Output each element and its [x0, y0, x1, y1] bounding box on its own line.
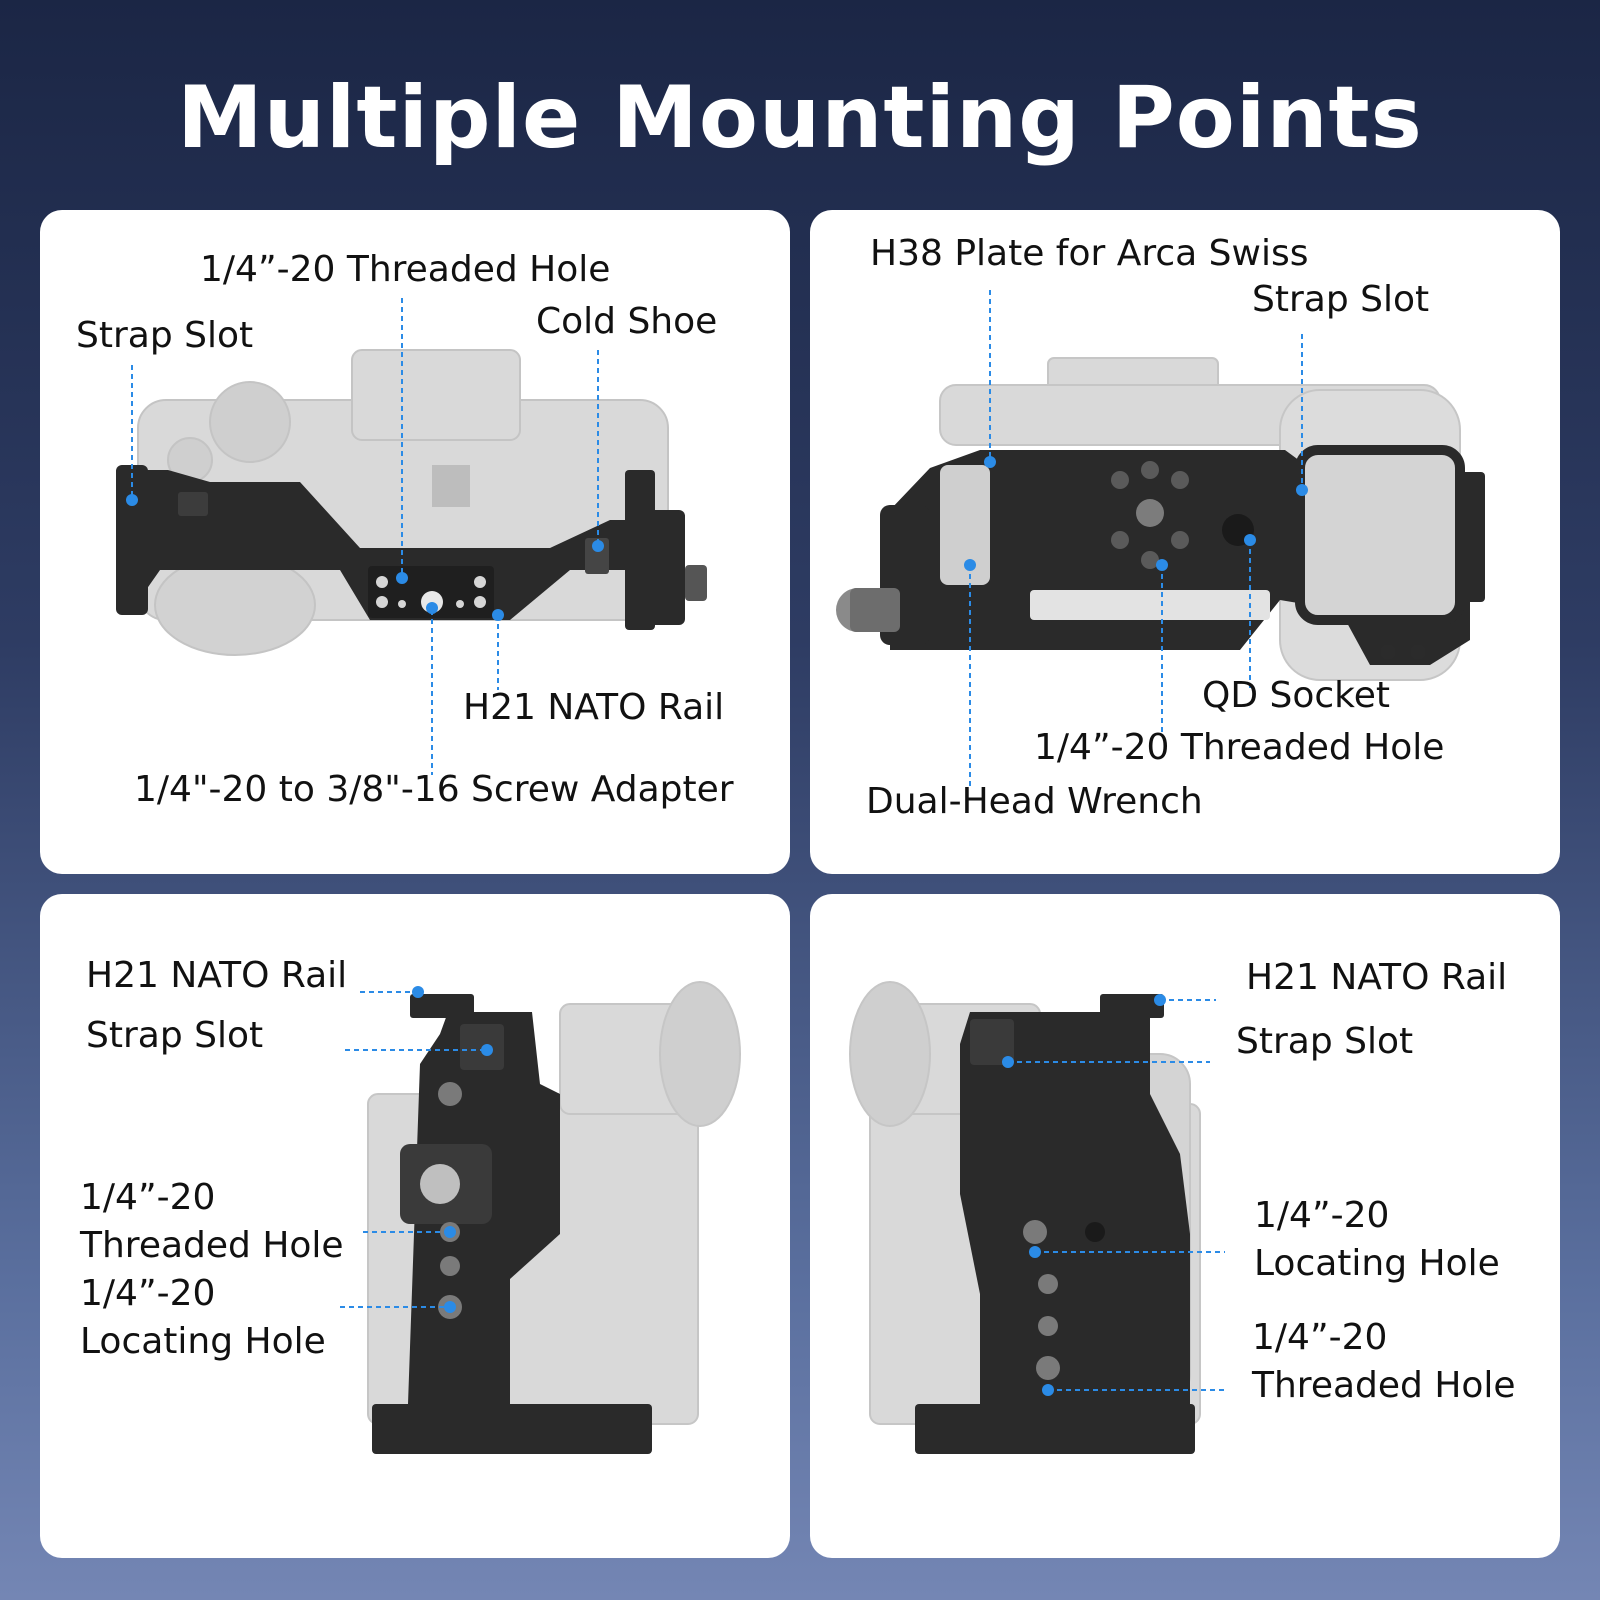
- threaded-hole-label-line1: 1/4”-20: [1252, 1317, 1388, 1358]
- locating-hole-label-line1: 1/4”-20: [80, 1273, 216, 1314]
- nato-rail-label: H21 NATO Rail: [463, 687, 725, 728]
- strap-slot-label: Strap Slot: [86, 1015, 264, 1056]
- panel-top-view: 1/4”-20 Threaded Hole Strap Slot Cold Sh…: [40, 210, 790, 874]
- locating-hole-label-line1: 1/4”-20: [1254, 1195, 1390, 1236]
- nato-rail-label: H21 NATO Rail: [86, 955, 348, 996]
- cage-top-view-illustration: [116, 298, 707, 775]
- page-title: Multiple Mounting Points: [177, 68, 1423, 168]
- panel-bottom-view: H38 Plate for Arca Swiss Strap Slot QD S…: [810, 210, 1560, 874]
- strap-slot-label: Strap Slot: [76, 315, 254, 356]
- cage-left-side-illustration: [340, 981, 741, 1454]
- strap-slot-label: Strap Slot: [1252, 279, 1430, 320]
- strap-slot-label: Strap Slot: [1236, 1021, 1414, 1062]
- arca-plate-label: H38 Plate for Arca Swiss: [870, 233, 1309, 274]
- panel-right-side-view: H21 NATO Rail Strap Slot 1/4”-20 Locatin…: [810, 894, 1560, 1558]
- qd-socket-label: QD Socket: [1202, 675, 1390, 716]
- cage-right-side-illustration: [849, 981, 1225, 1454]
- screw-adapter-label: 1/4"-20 to 3/8"-16 Screw Adapter: [134, 769, 734, 810]
- threaded-hole-label-line2: Threaded Hole: [1252, 1365, 1516, 1406]
- threaded-hole-label: 1/4”-20 Threaded Hole: [200, 249, 611, 290]
- panel-left-side-view: H21 NATO Rail Strap Slot 1/4”-20 Threade…: [40, 894, 790, 1558]
- wrench-label: Dual-Head Wrench: [866, 781, 1203, 822]
- nato-rail-label: H21 NATO Rail: [1246, 957, 1508, 998]
- cold-shoe-label: Cold Shoe: [536, 301, 718, 342]
- threaded-hole-label-line2: Threaded Hole: [80, 1225, 344, 1266]
- threaded-hole-label-line1: 1/4”-20: [80, 1177, 216, 1218]
- threaded-hole-label: 1/4”-20 Threaded Hole: [1034, 727, 1445, 768]
- locating-hole-label-line2: Locating Hole: [1254, 1243, 1500, 1284]
- locating-hole-label-line2: Locating Hole: [80, 1321, 326, 1362]
- cage-bottom-view-illustration: [836, 290, 1485, 786]
